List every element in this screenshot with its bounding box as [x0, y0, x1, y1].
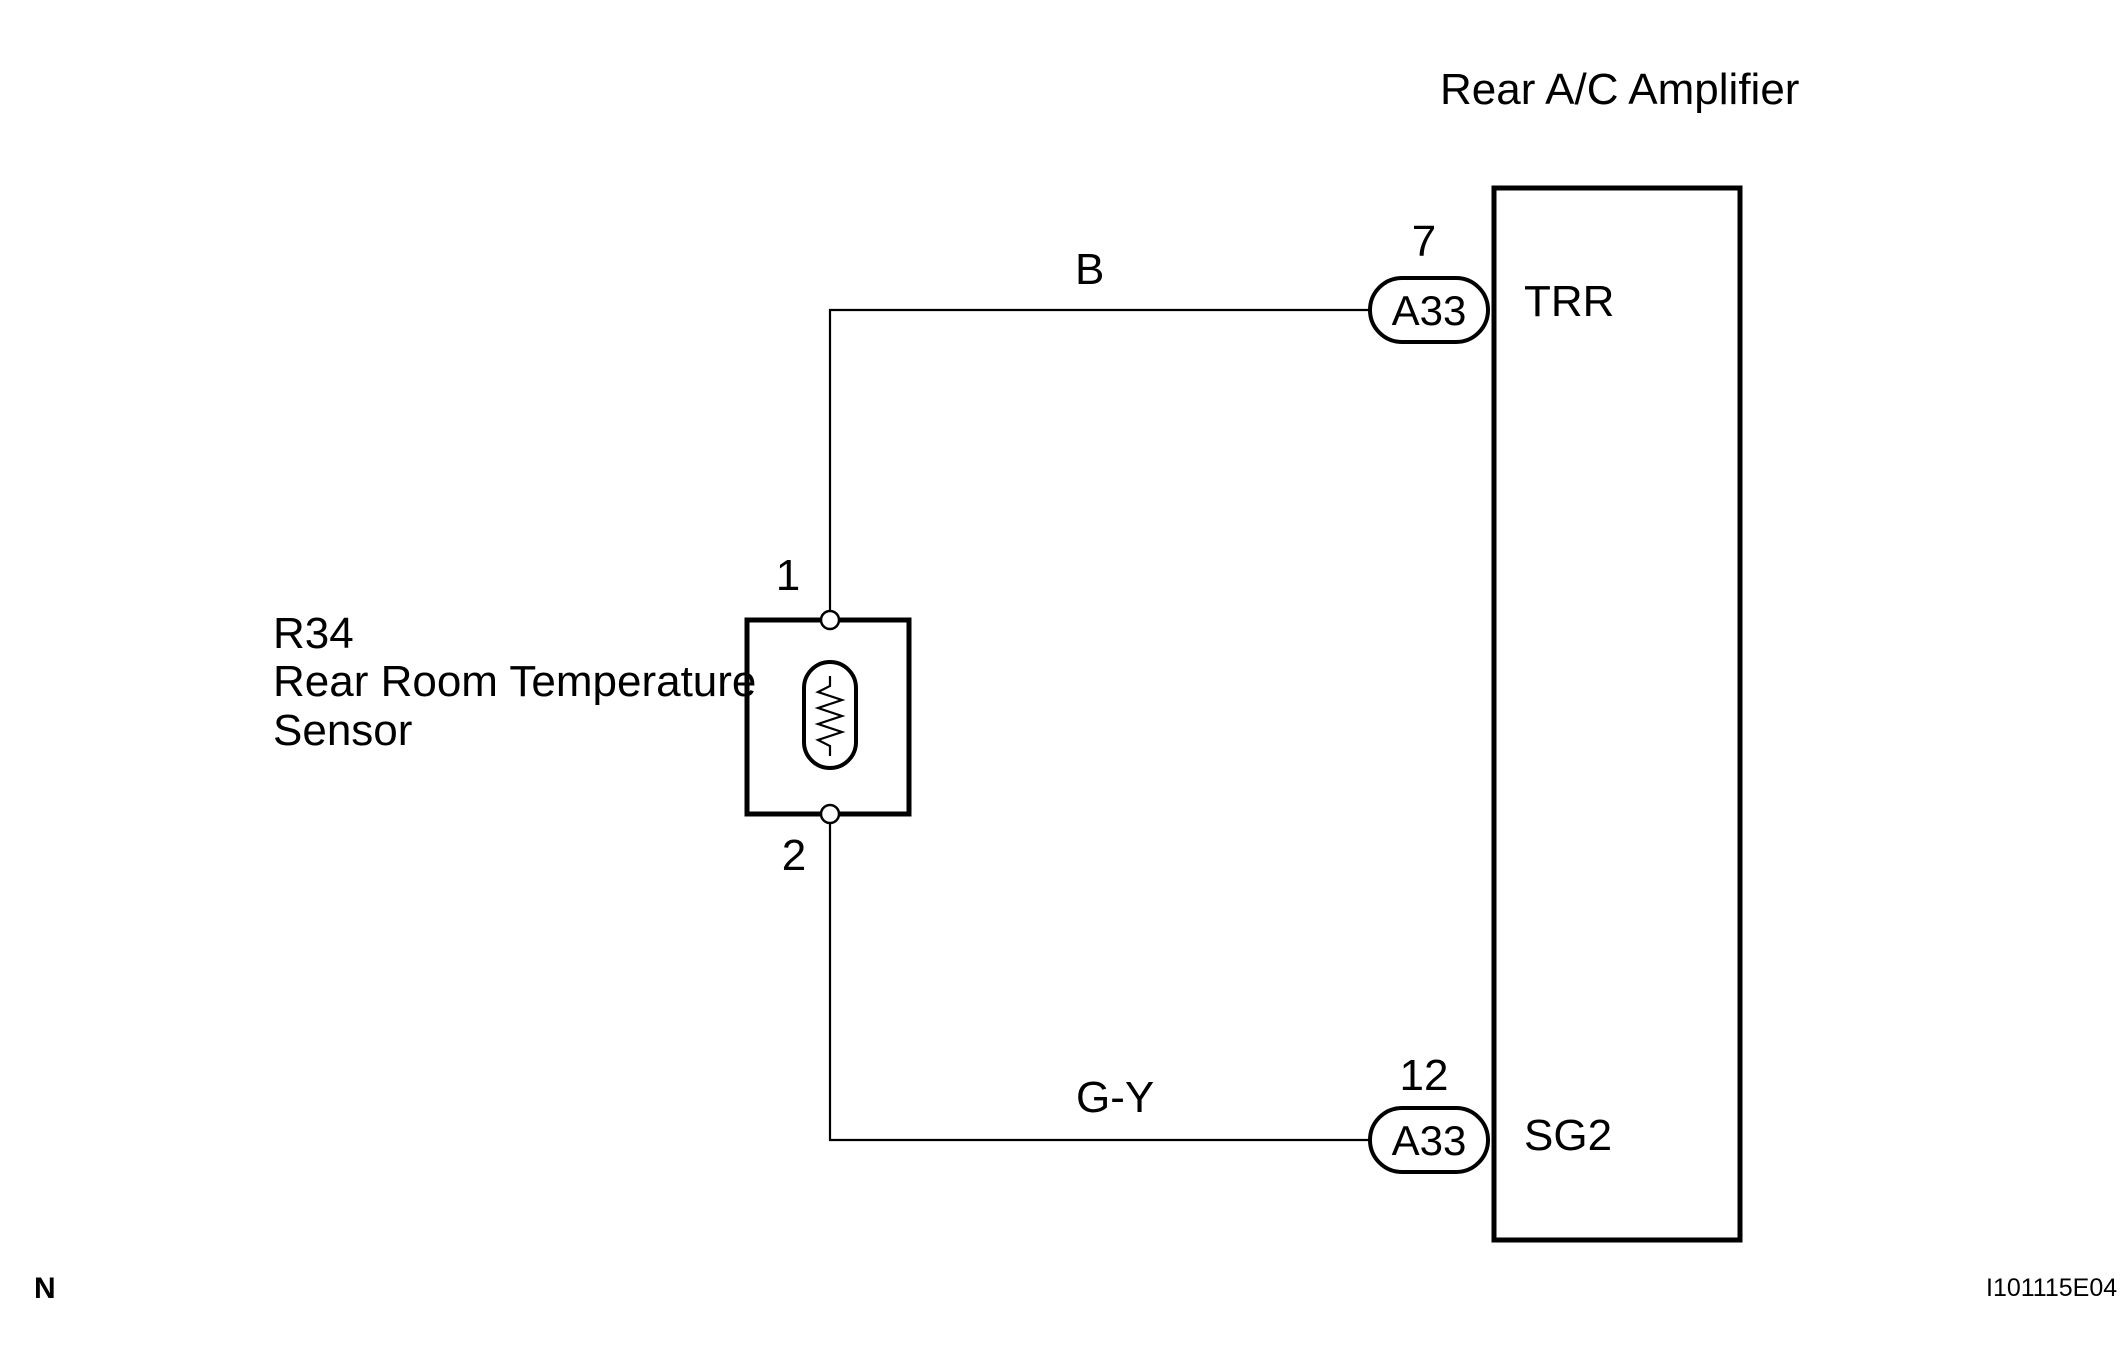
- sensor-code-label: R34: [273, 609, 354, 658]
- connector-a33-upper: [1368, 276, 1490, 344]
- pin-7-label: 7: [1412, 217, 1436, 266]
- terminal-trr-label: TRR: [1524, 277, 1614, 326]
- wire-b: [828, 308, 1372, 620]
- terminal-sg2-label: SG2: [1524, 1111, 1612, 1160]
- sensor-pin-1-label: 1: [776, 551, 800, 600]
- connector-a33-lower-label: A33: [1392, 1117, 1467, 1164]
- sensor-pin-2-label: 2: [782, 831, 806, 880]
- figure-id: I101115E04: [1986, 1274, 2117, 1302]
- wire-color-b-label: B: [1075, 245, 1104, 294]
- pin-12-label: 12: [1400, 1051, 1449, 1100]
- wire-g-y: [828, 814, 1372, 1142]
- sensor-name-line2: Sensor: [273, 706, 412, 755]
- sensor-name-line1: Rear Room Temperature: [273, 657, 756, 706]
- wire-color-g-y-label: G-Y: [1076, 1073, 1154, 1122]
- thermistor-icon: [802, 660, 858, 770]
- connector-a33-upper-label: A33: [1392, 287, 1467, 334]
- amplifier-title: Rear A/C Amplifier: [1440, 65, 1799, 114]
- connector-a33-lower: [1368, 1106, 1490, 1174]
- sensor-terminal-2: [819, 803, 841, 825]
- footer-left-mark: N: [34, 1272, 56, 1305]
- amplifier-box: [1491, 185, 1743, 1243]
- resistor-zigzag-icon: [814, 676, 846, 756]
- sensor-terminal-1: [819, 609, 841, 631]
